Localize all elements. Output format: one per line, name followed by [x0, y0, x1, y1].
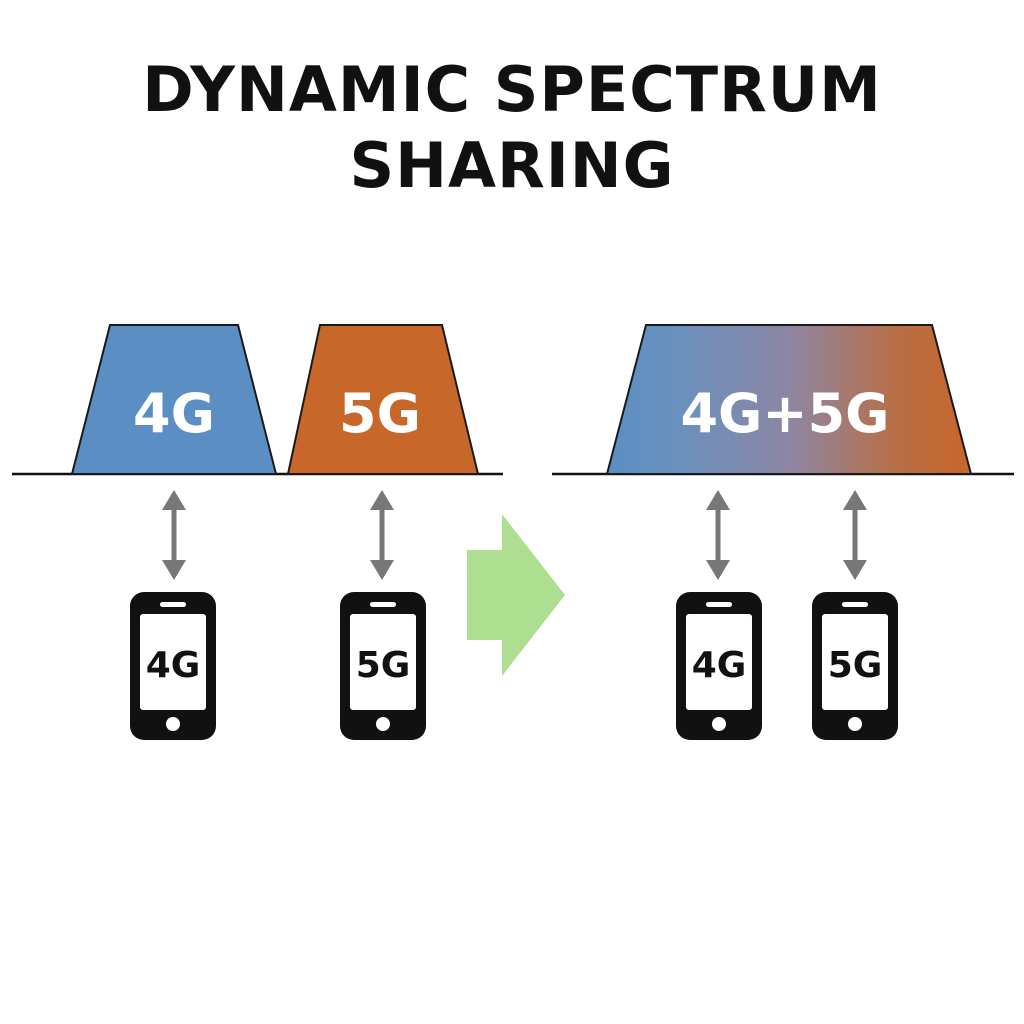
- double-arrow-icon: [843, 490, 867, 580]
- after-section: 4G+5G 4G 5G: [552, 324, 1014, 740]
- band-combined-label: 4G+5G: [680, 382, 889, 445]
- smartphone-icon: 5G: [812, 592, 898, 740]
- smartphone-icon: 4G: [130, 592, 216, 740]
- double-arrow-icon: [162, 490, 186, 580]
- phone-5g-label: 5G: [828, 645, 883, 686]
- band-4g: [70, 324, 278, 475]
- phone-4g-label: 4G: [146, 645, 201, 686]
- smartphone-icon: 5G: [340, 592, 426, 740]
- band-combined: [605, 324, 973, 475]
- title-line-1: DYNAMIC SPECTRUM: [142, 53, 882, 126]
- phone-4g-label: 4G: [692, 645, 747, 686]
- page-title: DYNAMIC SPECTRUM SHARING: [0, 52, 1024, 204]
- band-4g-label: 4G: [133, 382, 215, 445]
- right-arrow-icon: [467, 514, 565, 676]
- before-section: 4G 5G 4G 5G: [12, 324, 503, 740]
- double-arrow-icon: [370, 490, 394, 580]
- band-5g: [286, 324, 480, 475]
- phone-5g-label: 5G: [356, 645, 411, 686]
- smartphone-icon: 4G: [676, 592, 762, 740]
- band-5g-label: 5G: [339, 382, 421, 445]
- title-line-2: SHARING: [349, 129, 675, 202]
- double-arrow-icon: [706, 490, 730, 580]
